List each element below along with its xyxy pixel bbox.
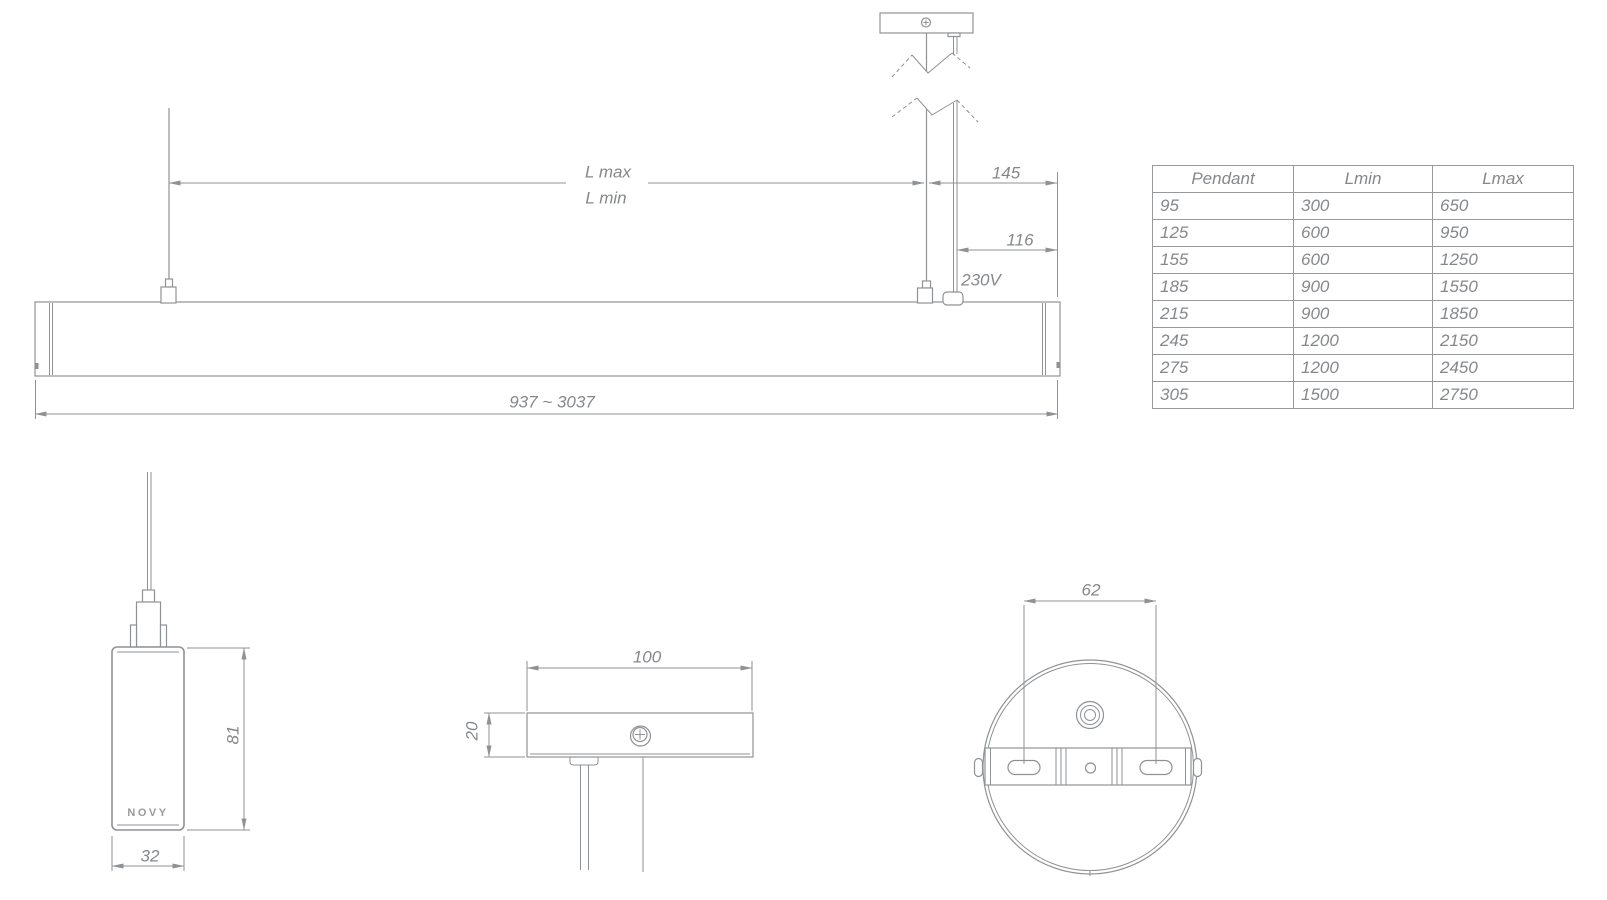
- end-view-cable: [147, 472, 152, 590]
- power-cord-entry: [942, 291, 964, 306]
- front-view-dimensions: [34, 172, 1059, 419]
- cable-grommet: [1075, 700, 1105, 730]
- table-row: 215 900 1850: [1152, 300, 1574, 328]
- canopy-side-view: [484, 661, 754, 872]
- power-cord: [953, 36, 958, 292]
- left-cable-gland: [160, 278, 177, 304]
- end-view-dimensions: [111, 647, 250, 871]
- lmax-cell: 950: [1432, 219, 1574, 247]
- canopy-side-dimensions: [484, 661, 753, 758]
- pendant-cell: 185: [1152, 273, 1294, 301]
- pendant-cell: 305: [1152, 381, 1294, 409]
- pendant-cell: 125: [1152, 219, 1294, 247]
- cord-offset-label: 116: [1006, 230, 1034, 250]
- lmin-cell: 600: [1293, 219, 1433, 247]
- break-symbol-upper: [891, 52, 971, 78]
- lmin-cell: 300: [1293, 192, 1433, 220]
- l-max-label: L max: [581, 162, 635, 182]
- lmax-cell: 650: [1432, 192, 1574, 220]
- brand-logo: NOVY: [127, 807, 169, 819]
- top-view-dimensions: [1023, 598, 1157, 764]
- pendant-front-view: [34, 12, 1061, 419]
- canopy-offset-label: 145: [991, 163, 1021, 183]
- profile-width-label: 32: [140, 846, 160, 866]
- canopy-width-label: 100: [632, 647, 662, 667]
- cord-stub: [947, 32, 961, 38]
- lmin-cell: 600: [1293, 246, 1433, 274]
- pendant-cell: 275: [1152, 354, 1294, 382]
- canopy-top-view: [973, 598, 1203, 876]
- pendant-cell: 215: [1152, 300, 1294, 328]
- pendant-length-table: Pendant Lmin Lmax 95 300 650 125 600 950…: [1152, 165, 1574, 409]
- l-min-label: L min: [585, 188, 627, 208]
- pendant-cell: 155: [1152, 246, 1294, 274]
- luminaire-body: [34, 301, 1061, 377]
- canopy-cables: [580, 757, 644, 872]
- ceiling-plate: [879, 12, 974, 38]
- profile-end-view: [111, 472, 250, 871]
- right-cable-gland: [916, 280, 934, 304]
- end-view-plug: [129, 589, 168, 648]
- table-row: 275 1200 2450: [1152, 354, 1574, 382]
- canopy-cable-gland: [569, 757, 599, 766]
- pendant-cell: 95: [1152, 192, 1294, 220]
- lmax-cell: 2750: [1432, 381, 1574, 409]
- lmax-cell: 2150: [1432, 327, 1574, 355]
- lmax-cell: 1250: [1432, 246, 1574, 274]
- profile-height-label: 81: [223, 725, 243, 745]
- left-side-clip: [973, 757, 984, 778]
- lmin-cell: 1200: [1293, 327, 1433, 355]
- table-row: 95 300 650: [1152, 192, 1574, 220]
- lmin-cell: 900: [1293, 273, 1433, 301]
- table-header-lmax: Lmax: [1432, 165, 1574, 193]
- table-header-row: Pendant Lmin Lmax: [1152, 165, 1574, 193]
- voltage-label: 230V: [961, 270, 1001, 290]
- canopy-height-label: 20: [462, 721, 482, 741]
- lmax-cell: 1550: [1432, 273, 1574, 301]
- lmax-cell: 1850: [1432, 300, 1574, 328]
- lmin-cell: 900: [1293, 300, 1433, 328]
- length-range-label: 937 ~ 3037: [509, 392, 595, 412]
- table-header-pendant: Pendant: [1152, 165, 1294, 193]
- table-row: 185 900 1550: [1152, 273, 1574, 301]
- slot-spacing-label: 62: [1081, 580, 1101, 600]
- table-row: 155 600 1250: [1152, 246, 1574, 274]
- lmax-cell: 2450: [1432, 354, 1574, 382]
- ceiling-screw-icon: [920, 17, 932, 28]
- canopy-screw-icon: [629, 725, 652, 747]
- right-side-clip: [1192, 757, 1203, 778]
- table-header-lmin: Lmin: [1293, 165, 1433, 193]
- table-row: 305 1500 2750: [1152, 381, 1574, 409]
- pendant-cell: 245: [1152, 327, 1294, 355]
- profile-body: [111, 646, 185, 831]
- lmin-cell: 1200: [1293, 354, 1433, 382]
- table-row: 125 600 950: [1152, 219, 1574, 247]
- break-symbol-lower: [891, 97, 979, 123]
- center-hole: [1084, 762, 1097, 774]
- lmin-cell: 1500: [1293, 381, 1433, 409]
- table-row: 245 1200 2150: [1152, 327, 1574, 355]
